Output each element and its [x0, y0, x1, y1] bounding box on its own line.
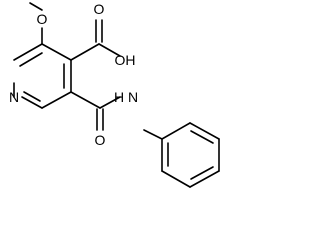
amide-group	[70, 91, 163, 140]
bond-p5-p6	[161, 170, 191, 188]
bond-p1-p2	[161, 122, 191, 140]
acid-carbonyl-oxygen-label: O	[94, 1, 105, 17]
pyridine-nitrogen-label: N	[9, 89, 19, 105]
bond-p2-p3	[189, 122, 220, 140]
bond-amide-carbon-to-nitrogen	[99, 96, 121, 109]
bond-amide-nitrogen-to-phenyl	[143, 129, 163, 140]
bond-c6-n1	[21, 96, 43, 109]
bond-p2-p3-inner	[190, 130, 214, 144]
atom-labels: O OH O N H N O	[9, 1, 138, 148]
bond-c2-c3	[13, 43, 43, 61]
bond-c6-n1-inner	[23, 91, 41, 102]
pyridine-ring	[13, 43, 72, 109]
amide-carbonyl-oxygen-label: O	[95, 132, 106, 148]
bond-acid-carbon-to-hydroxyl	[98, 43, 121, 57]
amide-nitrogen-label: H N	[114, 89, 138, 105]
methoxy-group	[29, 2, 43, 45]
phenyl-ring	[161, 122, 220, 188]
bond-c3-c4	[41, 43, 72, 61]
bond-methoxy-oxygen-to-methyl	[29, 2, 43, 11]
bond-p4-p5	[189, 170, 220, 188]
carboxylic-acid-group	[70, 19, 121, 61]
bond-ring-to-amide-carbon	[70, 91, 101, 109]
chemical-structure-diagram: O OH O N H N O	[9, 1, 220, 188]
bond-p4-p5-inner	[190, 166, 214, 180]
bond-c2-c3-inner	[19, 52, 43, 67]
bond-c5-c6	[41, 91, 72, 109]
methoxy-oxygen-label: O	[37, 11, 48, 27]
acid-hydroxyl-label: OH	[115, 52, 136, 68]
bond-ring-to-acid-carbon	[70, 43, 100, 61]
